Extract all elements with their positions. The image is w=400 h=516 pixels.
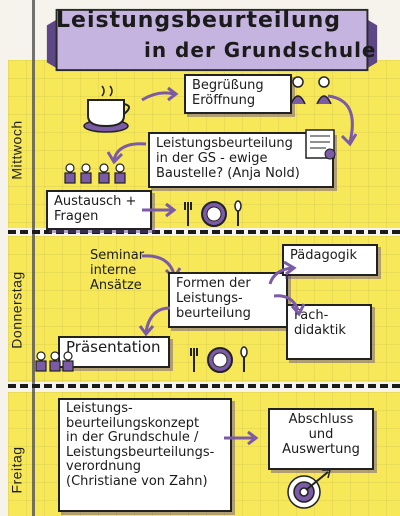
arrow-icon <box>141 86 179 102</box>
arrow-down-right-icon <box>273 294 306 317</box>
day-label-thursday: Donnerstag <box>9 271 26 349</box>
talk-box: Leistungsbeurteilung in der GS - ewige B… <box>148 132 334 188</box>
day-label-friday: Freitag <box>9 446 26 494</box>
plate-cutlery-icon <box>190 346 248 373</box>
pedagogy-box: Pädagogik <box>282 244 378 276</box>
arrow-down-left-icon <box>138 306 171 337</box>
audience-icon <box>35 351 74 372</box>
arrow-up-right-icon <box>268 260 297 285</box>
title-banner <box>46 8 378 72</box>
timeline-divider <box>32 0 35 516</box>
presentation-box: Präsentation <box>58 336 170 368</box>
arrow-right-icon <box>224 430 259 446</box>
internal-approaches-text: Seminar- interne Ansätze <box>90 248 148 293</box>
concept-box: Leistungs- beurteilungskonzept in der Gr… <box>58 398 232 512</box>
coffee-cup-icon <box>83 85 130 133</box>
day-label-wednesday: Mittwoch <box>9 120 26 180</box>
people-icon <box>290 76 332 105</box>
title-line-1: Leistungsbeurteilung <box>56 8 342 33</box>
separator-dashed <box>8 230 400 234</box>
plate-cutlery-icon <box>184 200 242 227</box>
curve-arrow-icon <box>327 94 358 147</box>
separator-dashed <box>8 384 400 388</box>
arrow-left-icon <box>106 142 147 165</box>
welcome-box: Begrüßung Eröffnung <box>184 74 292 114</box>
arrow-right-icon <box>142 202 177 218</box>
target-icon <box>287 469 331 509</box>
group-icon <box>64 163 126 184</box>
exchange-box: Austausch + Fragen <box>46 190 152 230</box>
scroll-icon <box>305 129 336 160</box>
title-line-2: in der Grundschule <box>144 38 377 62</box>
forms-box: Formen der Leistungs- beurteilung <box>168 272 288 328</box>
closing-box: Abschluss und Auswertung <box>268 408 374 470</box>
